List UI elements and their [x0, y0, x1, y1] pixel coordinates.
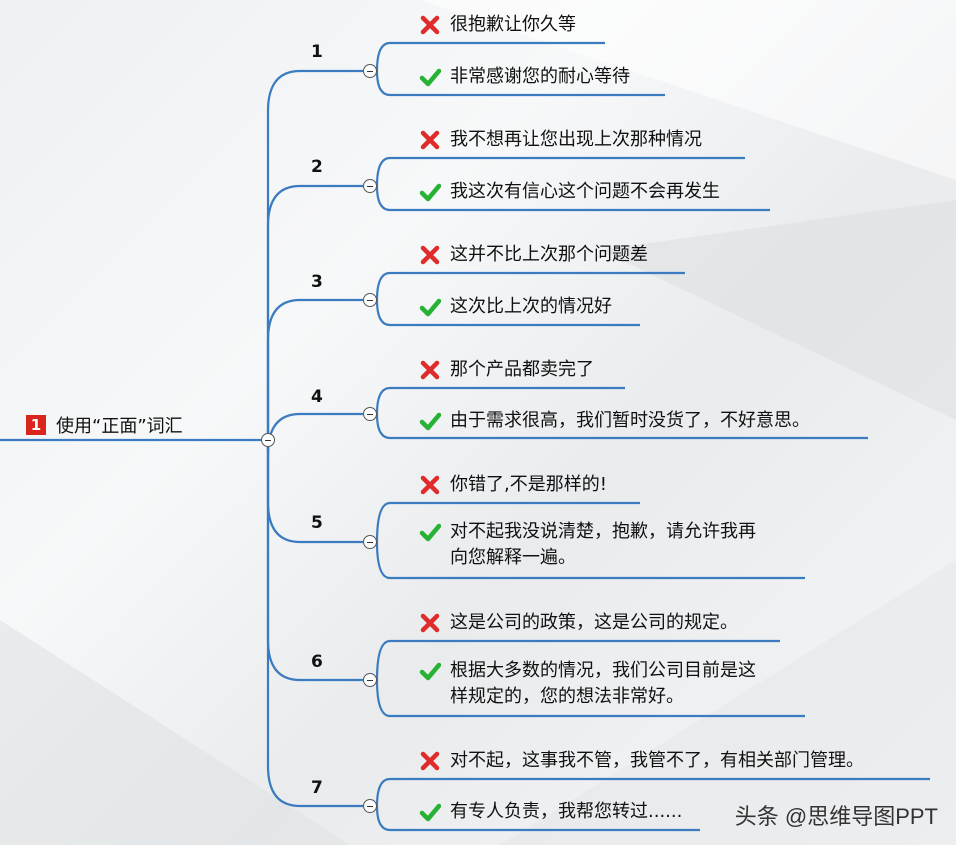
- watermark: 头条 @思维导图PPT: [734, 804, 938, 829]
- right-connector: [375, 299, 640, 327]
- branch-number: 2: [311, 157, 323, 177]
- right-connector: [375, 413, 868, 440]
- wrong-connector: [375, 777, 930, 807]
- branch-collapse-toggle-icon[interactable]: [363, 535, 377, 549]
- right-connector: [375, 70, 665, 97]
- root-label: 使用“正面”词汇: [56, 416, 183, 437]
- wrong-connector: [375, 639, 780, 681]
- branch-number: 6: [311, 652, 323, 672]
- wrong-connector: [375, 386, 625, 415]
- right-connector: [375, 679, 805, 718]
- wrong-phrase[interactable]: 我不想再让您出现上次那种情况: [418, 127, 702, 153]
- trunk-connector: [266, 298, 363, 440]
- cross-icon: [418, 358, 442, 382]
- right-phrase[interactable]: 我这次有信心这个问题不会再发生: [418, 179, 720, 205]
- wrong-phrase-text: 你错了,不是那样的!: [450, 474, 607, 495]
- right-phrase[interactable]: 有专人负责，我帮您转过......: [418, 799, 682, 825]
- wrong-phrase[interactable]: 很抱歉让你久等: [418, 12, 576, 38]
- right-connector: [375, 185, 770, 212]
- check-icon: [418, 180, 442, 204]
- right-phrase[interactable]: 对不起我没说清楚，抱歉，请允许我再 向您解释一遍。: [418, 519, 756, 571]
- branch-collapse-toggle-icon[interactable]: [363, 673, 377, 687]
- wrong-connector: [375, 271, 685, 301]
- root-badge: 1: [26, 415, 46, 435]
- check-icon: [418, 409, 442, 433]
- wrong-phrase-text: 这并不比上次那个问题差: [450, 244, 648, 265]
- cross-icon: [418, 13, 442, 37]
- branch-collapse-toggle-icon[interactable]: [363, 179, 377, 193]
- right-connector: [375, 805, 700, 832]
- root-collapse-toggle-icon[interactable]: [261, 433, 275, 447]
- cross-icon: [418, 749, 442, 773]
- right-phrase[interactable]: 这次比上次的情况好: [418, 294, 612, 320]
- branch-collapse-toggle-icon[interactable]: [363, 293, 377, 307]
- right-phrase-text: 对不起我没说清楚，抱歉，请允许我再 向您解释一遍。: [450, 521, 756, 568]
- right-phrase-text: 根据大多数的情况，我们公司目前是这 样规定的，您的想法非常好。: [450, 660, 756, 707]
- wrong-phrase[interactable]: 这并不比上次那个问题差: [418, 242, 648, 268]
- wrong-connector: [375, 41, 605, 72]
- right-phrase-text: 由于需求很高，我们暂时没货了，不好意思。: [450, 410, 810, 431]
- cross-icon: [418, 128, 442, 152]
- wrong-phrase-text: 很抱歉让你久等: [450, 14, 576, 35]
- check-icon: [418, 659, 442, 683]
- trunk-connector: [266, 412, 363, 455]
- trunk-connector: [266, 440, 363, 808]
- right-phrase-text: 有专人负责，我帮您转过......: [450, 801, 683, 822]
- right-phrase[interactable]: 根据大多数的情况，我们公司目前是这 样规定的，您的想法非常好。: [418, 658, 756, 710]
- root-node[interactable]: 1 使用“正面”词汇: [26, 412, 183, 438]
- wrong-phrase[interactable]: 那个产品都卖完了: [418, 357, 594, 383]
- wrong-phrase-text: 那个产品都卖完了: [450, 359, 594, 380]
- check-icon: [418, 295, 442, 319]
- right-phrase-text: 这次比上次的情况好: [450, 296, 612, 317]
- wrong-connector: [375, 501, 640, 543]
- cross-icon: [418, 243, 442, 267]
- wrong-phrase-text: 我不想再让您出现上次那种情况: [450, 129, 702, 150]
- cross-icon: [418, 473, 442, 497]
- branch-collapse-toggle-icon[interactable]: [363, 799, 377, 813]
- wrong-connector: [375, 156, 745, 187]
- right-phrase[interactable]: 非常感谢您的耐心等待: [418, 64, 630, 90]
- wrong-phrase[interactable]: 你错了,不是那样的!: [418, 472, 607, 498]
- right-phrase-text: 非常感谢您的耐心等待: [450, 66, 630, 87]
- branch-number: 1: [311, 42, 323, 62]
- right-connector: [375, 541, 805, 580]
- check-icon: [418, 800, 442, 824]
- right-phrase[interactable]: 由于需求很高，我们暂时没货了，不好意思。: [418, 408, 810, 434]
- check-icon: [418, 65, 442, 89]
- wrong-phrase[interactable]: 对不起，这事我不管，我管不了，有相关部门管理。: [418, 748, 864, 774]
- wrong-phrase-text: 对不起，这事我不管，我管不了，有相关部门管理。: [450, 750, 864, 771]
- branch-collapse-toggle-icon[interactable]: [363, 64, 377, 78]
- wrong-phrase-text: 这是公司的政策，这是公司的规定。: [450, 612, 738, 633]
- branch-number: 7: [311, 778, 323, 798]
- wrong-phrase[interactable]: 这是公司的政策，这是公司的规定。: [418, 610, 738, 636]
- branch-number: 3: [311, 272, 323, 292]
- trunk-connector: [266, 184, 363, 440]
- cross-icon: [418, 611, 442, 635]
- branch-number: 5: [311, 513, 323, 533]
- branch-collapse-toggle-icon[interactable]: [363, 407, 377, 421]
- right-phrase-text: 我这次有信心这个问题不会再发生: [450, 181, 720, 202]
- check-icon: [418, 520, 442, 544]
- trunk-connector: [266, 440, 363, 682]
- branch-number: 4: [311, 387, 323, 407]
- trunk-connector: [266, 69, 363, 440]
